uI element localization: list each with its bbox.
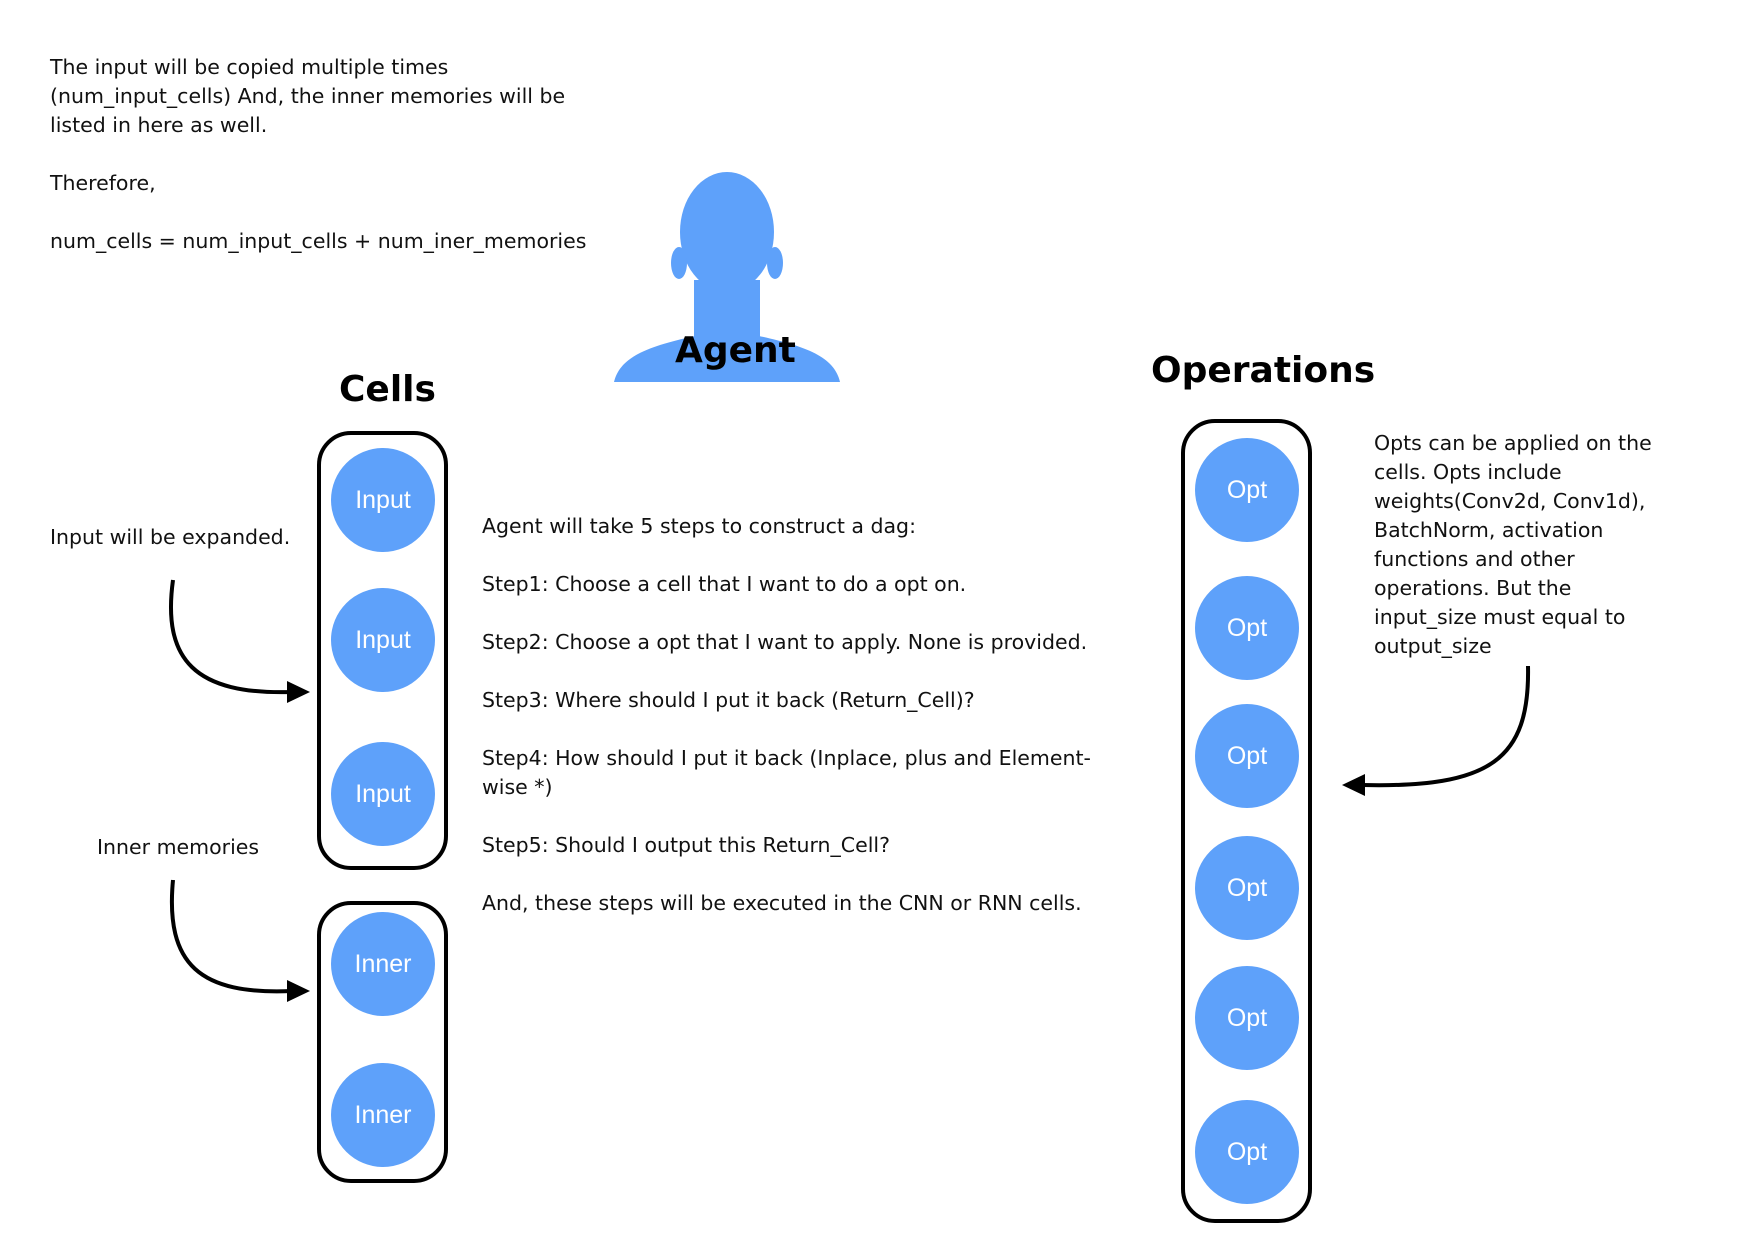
steps-outro: And, these steps will be executed in the… — [482, 891, 1082, 915]
cells-title: Cells — [339, 369, 436, 410]
operation-node: Opt — [1195, 704, 1299, 808]
input-cell-node: Input — [331, 448, 435, 552]
input-cell-node: Input — [331, 588, 435, 692]
operation-node: Opt — [1195, 438, 1299, 542]
inner-memories-note: Inner memories — [97, 835, 260, 859]
operation-node: Opt — [1195, 836, 1299, 940]
operation-node: Opt — [1195, 576, 1299, 680]
step-1: Step1: Choose a cell that I want to do a… — [482, 572, 967, 596]
arrow-to-input-cells — [168, 579, 310, 703]
inner-memory-node: Inner — [331, 912, 435, 1016]
input-expanded-note: Input will be expanded. — [50, 525, 291, 549]
arrow-to-inner-memories — [169, 879, 310, 1002]
step-2: Step2: Choose a opt that I want to apply… — [482, 630, 1088, 654]
arrow-to-operations — [1342, 665, 1531, 796]
step-5: Step5: Should I output this Return_Cell? — [482, 833, 890, 857]
inner-memories-container — [317, 901, 448, 1183]
opts-note: Opts can be applied on the cells. Opts i… — [1374, 431, 1652, 658]
step-3: Step3: Where should I put it back (Retur… — [482, 688, 975, 712]
operation-node: Opt — [1195, 966, 1299, 1070]
step-4: Step4: How should I put it back (Inplace… — [482, 746, 1091, 799]
operations-title: Operations — [1151, 350, 1376, 391]
steps-intro: Agent will take 5 steps to construct a d… — [482, 514, 916, 538]
input-cell-node: Input — [331, 742, 435, 846]
steps-description: Agent will take 5 steps to construct a d… — [482, 512, 1122, 947]
top-note: The input will be copied multiple times … — [50, 55, 587, 253]
agent-label: Agent — [675, 330, 796, 371]
person-silhouette-icon — [614, 172, 840, 382]
operations-container — [1181, 419, 1312, 1223]
input-cells-container — [317, 431, 448, 870]
operation-node: Opt — [1195, 1100, 1299, 1204]
inner-memory-node: Inner — [331, 1063, 435, 1167]
